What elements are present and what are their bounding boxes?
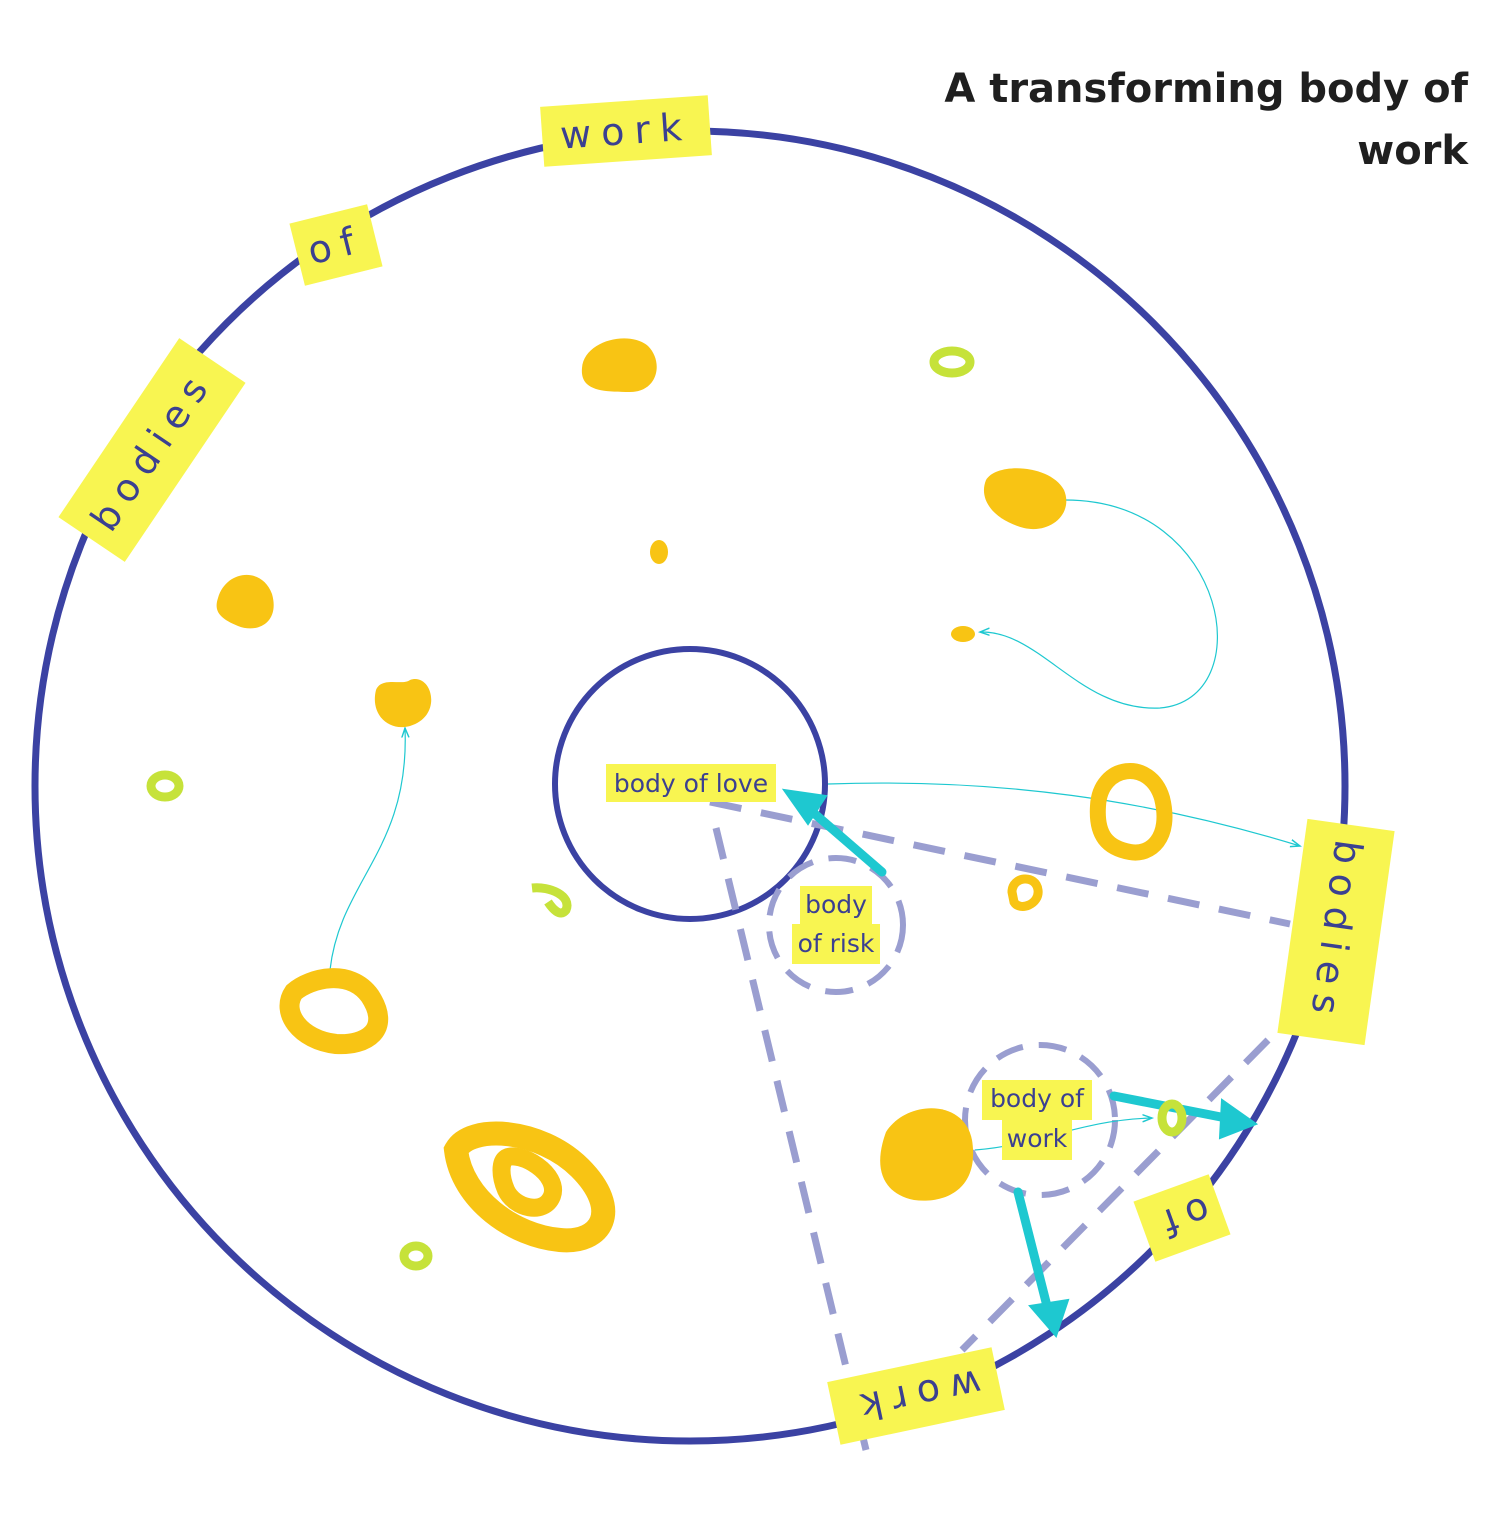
note-body-of-risk: body of risk xyxy=(792,886,880,964)
green-blob xyxy=(146,770,184,802)
connector-love-to-right xyxy=(827,782,1300,846)
ring-label-bodies-top: bodies xyxy=(58,338,246,562)
green-blob xyxy=(531,883,572,918)
blob xyxy=(492,1147,562,1217)
ring-label-of-right: of xyxy=(1133,1174,1231,1262)
blob xyxy=(374,679,432,728)
thick-arrows xyxy=(781,788,1259,1338)
dashed-sector xyxy=(709,798,1291,1451)
ring-label-of-top: of xyxy=(289,204,383,286)
blob xyxy=(1007,874,1043,911)
arrow-risk-to-love-head xyxy=(781,788,828,826)
blob xyxy=(983,468,1067,530)
blob xyxy=(279,968,389,1055)
green-blob xyxy=(1157,1099,1187,1137)
blob xyxy=(951,626,975,642)
blob xyxy=(443,1121,616,1253)
orange-blobs xyxy=(216,338,1173,1253)
arrow-work-down-head xyxy=(1028,1298,1070,1338)
ring-label-bodies-right: bodies xyxy=(1277,818,1395,1046)
note-love-text: body of love xyxy=(614,769,768,798)
arrow-risk-to-love xyxy=(803,803,887,877)
blob xyxy=(880,1108,974,1201)
ring-word: work xyxy=(559,104,694,157)
blob xyxy=(581,338,657,392)
blob xyxy=(1089,763,1173,861)
connector-bottom-left-blob xyxy=(329,728,405,971)
body-of-work-circle xyxy=(962,1042,1118,1198)
blob xyxy=(216,574,274,629)
connector-blob-to-small xyxy=(980,499,1218,709)
note-work-line2: work xyxy=(1007,1124,1068,1153)
ring-label-work-bottom: work xyxy=(827,1347,1005,1445)
note-work-line1: body of xyxy=(990,1084,1085,1113)
green-blob xyxy=(929,346,975,378)
page-title: A transforming body of work xyxy=(944,66,1468,174)
note-body-of-love: body of love xyxy=(606,764,776,802)
blob xyxy=(650,540,668,564)
body-of-risk-circle xyxy=(766,855,906,995)
note-risk-line2: of risk xyxy=(798,929,875,958)
inner-circle xyxy=(552,646,828,922)
note-body-of-work: body of work xyxy=(982,1080,1092,1160)
ring-label-work-top: work xyxy=(540,95,712,167)
arrow-work-right-head xyxy=(1218,1098,1259,1140)
green-blob xyxy=(399,1241,433,1271)
green-blobs xyxy=(146,346,1187,1271)
arrow-work-down xyxy=(1013,1187,1053,1315)
note-risk-line1: body xyxy=(805,890,867,919)
